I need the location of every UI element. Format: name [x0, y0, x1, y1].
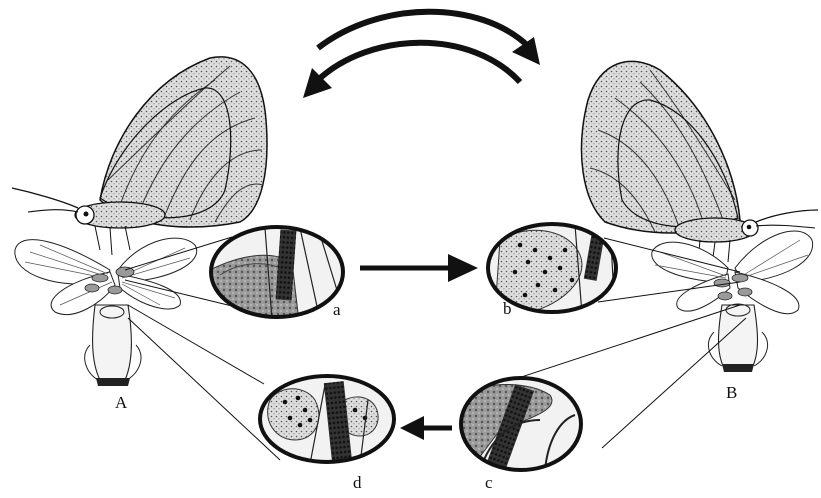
inset-a-label: a — [333, 301, 341, 318]
inset-d-label: d — [353, 474, 362, 491]
right-arrow-icon — [360, 254, 478, 282]
inset-b-label: b — [503, 300, 512, 317]
double-curved-arrow-icon — [303, 12, 540, 98]
flower-b-label: B — [726, 384, 737, 401]
flower-a-icon — [15, 238, 197, 386]
flower-a-label: A — [115, 394, 127, 411]
inset-d-magnifier — [260, 376, 395, 465]
inset-a-magnifier — [210, 225, 345, 330]
inset-c-label: c — [485, 474, 493, 491]
left-arrow-icon — [400, 416, 452, 440]
flower-b-icon — [652, 231, 813, 372]
butterfly-left-icon — [12, 57, 267, 255]
inset-c-magnifier — [460, 376, 582, 472]
